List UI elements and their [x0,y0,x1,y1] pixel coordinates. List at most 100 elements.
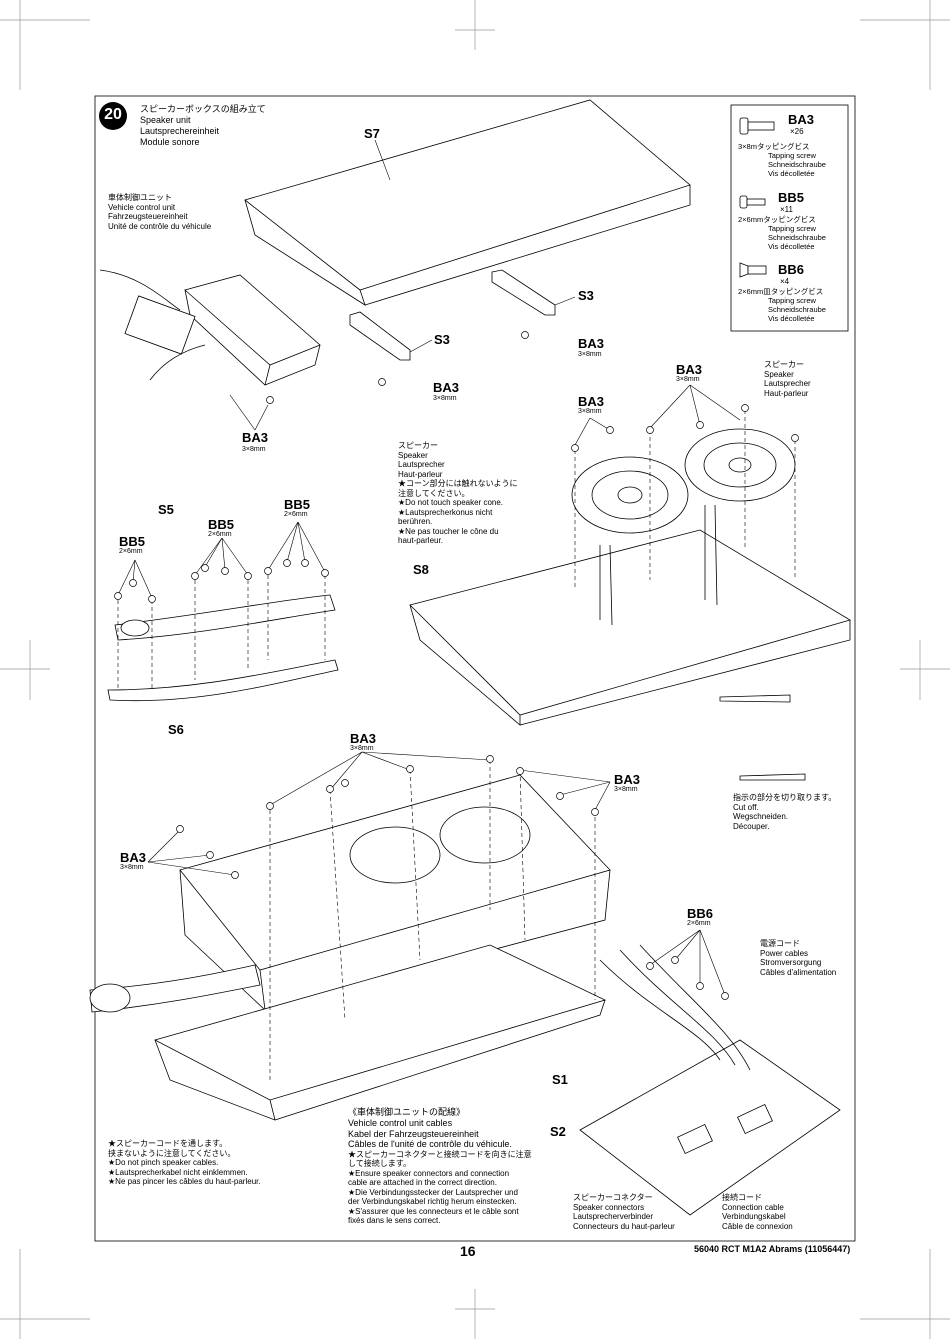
screw-size-ba3-4: 3×8mm [676,376,700,383]
conn-cable-fr: Câble de connexion [722,1221,793,1231]
speaker-left-4: ★コーン部分には触れないように [398,479,518,488]
screw-size-bb6: 2×6mm [687,920,711,927]
vcu-cables-en: Vehicle control unit cables [348,1118,453,1128]
screw-size-bb5-3: 2×6mm [284,511,308,518]
legend-bb5-code: BB5 [778,190,805,205]
speaker-left-0: スピーカー [398,441,438,450]
screw-size-bb5-2: 2×6mm [208,531,232,538]
spk-conn-de: Lautsprecherverbinder [573,1212,654,1221]
vcu-cables-title: 《車体制御ユニットの配線》 [348,1107,466,1117]
power-en: Power cables [760,948,809,958]
part-s6: S6 [168,722,184,737]
screw-label-bb5-1: BB5 [119,534,146,549]
speaker-left-3: Haut-parleur [398,469,443,479]
callout-cut-off: 指示の部分を切り取ります。 Cut off. Wegschneiden. Déc… [733,793,836,831]
screw-size-ba3-5: 3×8mm [578,408,602,415]
speaker-right-de: Lautsprecher [764,379,811,388]
vcu-cables-fr: Câbles de l'unité de contrôle du véhicul… [348,1139,512,1149]
cut-off-de: Wegschneiden. [733,812,788,821]
screw-label-ba3-3: BA3 [242,430,269,445]
callout-pinch-warning: ★スピーカーコードを通します。 挟まないように注意してください。 ★Do not… [108,1139,261,1187]
screw-size-ba3-7: 3×8mm [614,786,638,793]
vcu-cables-de: Kabel der Fahrzeugsteuereinheit [348,1128,479,1139]
cable-guide-s5 [114,594,336,641]
part-s8: S8 [413,562,429,577]
part-s3-a: S3 [434,332,450,347]
screw-label-bb5-3: BB5 [284,497,311,512]
part-s3-b: S3 [578,288,594,303]
screw-size-ba3-8: 3×8mm [120,864,144,871]
speaker-left-7: ★Lautsprecherkonus nicht [398,507,493,517]
legend-bb6-qty: ×4 [780,277,790,286]
cable-guide-s6 [107,659,339,702]
legend-bb6-code: BB6 [778,262,805,277]
spk-conn-fr: Connecteurs du haut-parleur [573,1221,675,1231]
screw-label-ba3-7: BA3 [614,772,641,787]
callout-speaker-connectors: スピーカーコネクター Speaker connectors Lautsprech… [573,1193,675,1231]
vcu-note-6: ★S'assurer que les connecteurs et le câb… [348,1206,519,1216]
legend-bb6-text: 2×6mm皿タッピングビス Tapping screw Schneidschra… [738,287,826,323]
vcu-note-4: ★Die Verbindungsstecker der Lautsprecher… [348,1187,518,1197]
part-s1: S1 [552,1072,568,1087]
legend-bb5-de: Schneidschraube [768,233,826,242]
part-s5: S5 [158,502,174,517]
screw-label-ba3-4: BA3 [676,362,703,377]
screw-size-bb5-1: 2×6mm [119,548,143,555]
callout-connection-cable: 接続コード Connection cable Verbindungskabel … [722,1193,793,1231]
tray-bottom [153,944,607,1101]
screw-size-ba3-3: 3×8mm [242,446,266,453]
screw-label-bb6: BB6 [687,906,714,921]
legend-ba3-text: 3×8mタッピングビス Tapping screw Schneidschraub… [738,142,826,178]
speaker-left-5: 注意してください。 [398,488,470,498]
screw-label-ba3-6: BA3 [350,731,377,746]
vcu-jp: 車体制御ユニット [108,193,172,202]
vcu-note-5: der Verbindungskabel richtig herum einst… [348,1197,517,1206]
pinch-4: ★Ne pas pincer les câbles du haut-parleu… [108,1177,261,1186]
speaker-right-fr: Haut-parleur [764,388,809,398]
power-de: Stromversorgung [760,958,822,967]
step-title-jp: スピーカーボックスの組み立て [140,104,266,114]
callout-vehicle-control-unit: 車体制御ユニット Vehicle control unit Fahrzeugst… [108,193,211,231]
vehicle-control-unit [184,274,321,366]
screw-label-ba3-2: BA3 [433,380,460,395]
cut-off-jp: 指示の部分を切り取ります。 [733,793,837,802]
speaker-left-1: Speaker [398,450,428,460]
screw-size-ba3-2: 3×8mm [433,395,457,402]
power-jp: 電源コード [760,939,800,948]
vcu-en: Vehicle control unit [108,202,176,212]
legend-bb5-text: 2×6mmタッピングビス Tapping screw Schneidschrau… [738,215,826,251]
pinch-1: 挟まないように注意してください。 [108,1148,236,1158]
step-number: 20 [104,106,122,123]
speaker-left-6: ★Do not touch speaker cone. [398,498,504,507]
callout-speaker-right: スピーカー Speaker Lautsprecher Haut-parleur [764,360,811,398]
spk-conn-jp: スピーカーコネクター [573,1193,653,1202]
screw-label-ba3-5: BA3 [578,394,605,409]
vcu-note-0: ★スピーカーコネクターと接続コードを向きに注意 [348,1149,532,1159]
knife-icon [719,694,791,703]
speaker-left-2: Lautsprecher [398,460,445,469]
vcu-note-3: cable are attached in the correct direct… [348,1178,497,1187]
legend-bb5-fr: Vis décolletée [768,242,815,251]
conn-cable-en: Connection cable [722,1202,784,1212]
pinch-2: ★Do not pinch speaker cables. [108,1158,219,1167]
cable-guide-assembled [89,964,261,1013]
legend-ba3-code: BA3 [788,112,815,127]
tray-s7 [244,99,691,291]
page-number: 16 [460,1243,476,1259]
step-badge [99,102,127,130]
power-fr: Câbles d'alimentation [760,967,837,977]
conn-cable-de: Verbindungskabel [722,1212,786,1221]
legend-bb5-size: 2×6mmタッピングビス [738,215,816,224]
conn-cable-jp: 接続コード [722,1193,762,1202]
callout-power-cables: 電源コード Power cables Stromversorgung Câble… [760,939,836,977]
spk-conn-en: Speaker connectors [573,1202,645,1212]
screw-icons [739,117,775,278]
vcu-de: Fahrzeugsteuereinheit [108,212,188,221]
callout-vcu-cables: 《車体制御ユニットの配線》 Vehicle control unit cable… [348,1107,532,1226]
legend-ba3-en: Tapping screw [768,151,816,160]
vcu-note-7: fixés dans le sens correct. [348,1216,441,1225]
legend-ba3-size: 3×8mタッピングビス [738,142,810,151]
legend-bb6-en: Tapping screw [768,296,816,305]
